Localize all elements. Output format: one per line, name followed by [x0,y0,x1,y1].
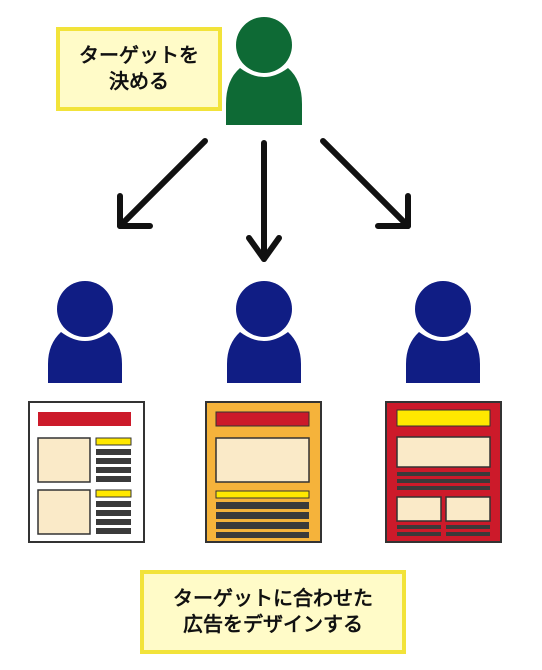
arrow-center-icon [246,140,282,262]
ad-design-center [205,401,322,543]
top-label-line2: 決める [109,69,169,93]
top-label-box: ターゲットを 決める [56,27,222,111]
bottom-label-line2: 広告をデザインする [183,612,363,636]
bottom-label-line1: ターゲットに合わせた [173,586,373,611]
target-person-center-icon [227,281,301,383]
arrow-right-icon [320,138,411,229]
ad-design-right [385,401,502,543]
bottom-label-box: ターゲットに合わせた 広告をデザインする [140,570,406,654]
arrow-left-icon [117,138,208,229]
target-person-right-icon [406,281,480,383]
decider-person-icon [226,17,302,125]
target-person-left-icon [48,281,122,383]
top-label-line1: ターゲットを [79,43,199,68]
ad-design-left [28,401,145,543]
